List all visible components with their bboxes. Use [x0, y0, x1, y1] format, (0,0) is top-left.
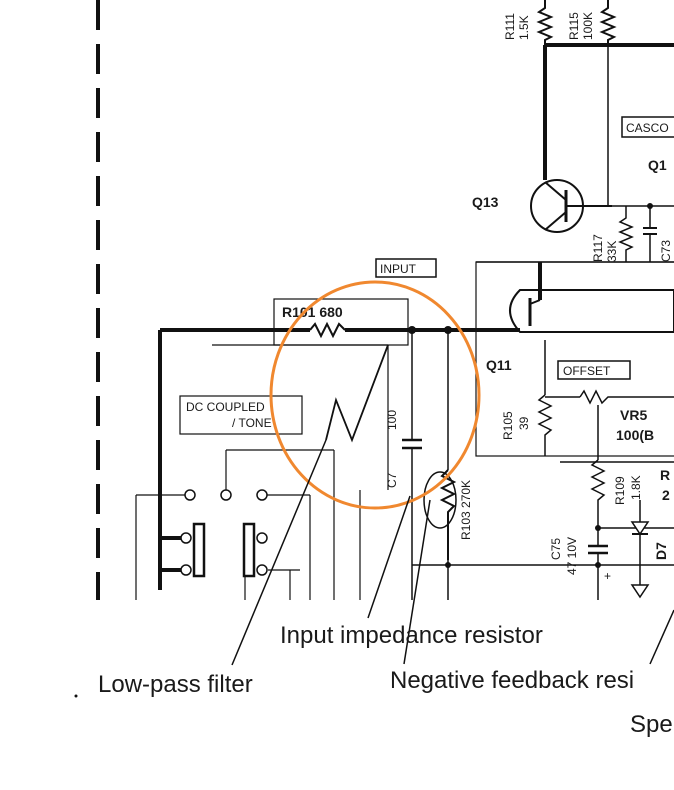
- r117-label: R117: [591, 234, 605, 262]
- junction-c75-bottom: [595, 562, 601, 568]
- r109-label: R109: [613, 476, 627, 505]
- vr5-label: VR5: [620, 407, 647, 423]
- r115-label: R115: [567, 12, 581, 40]
- q11-label: Q11: [486, 357, 512, 373]
- c75-label: C75: [549, 538, 563, 560]
- c7-value: 100: [385, 410, 399, 430]
- dc-coupled-label-1: DC COUPLED: [186, 400, 265, 414]
- c75-plus: +: [604, 569, 611, 583]
- r111-value: 1.5K: [517, 15, 531, 40]
- cascode-label: CASCO: [626, 121, 669, 135]
- junction-c75-top: [595, 525, 601, 531]
- r115-value: 100K: [581, 12, 595, 40]
- switch-contacts: [160, 522, 256, 578]
- stray-dot: [74, 694, 78, 698]
- resistor-r115: [599, 0, 617, 45]
- r-partial-value: 2: [662, 487, 670, 503]
- offset-box: [557, 360, 631, 380]
- r109-value: 1.8K: [629, 475, 643, 500]
- resistor-r117: [618, 206, 634, 262]
- leader-low-pass: [231, 439, 327, 666]
- diode-d7: [630, 500, 650, 599]
- r105-label: R105: [501, 411, 515, 440]
- input-label: INPUT: [380, 262, 417, 276]
- r103-label: R103 270K: [459, 480, 473, 540]
- resistor-r103: [439, 330, 457, 560]
- cascode-box: [621, 116, 674, 138]
- annotation-spe: Spe: [630, 711, 673, 738]
- resistor-r101: [309, 321, 346, 339]
- resistor-r105: [537, 394, 553, 456]
- transistor-q13: [530, 179, 612, 233]
- q13-label: Q13: [472, 194, 499, 210]
- resistor-vr5: [579, 389, 674, 405]
- r105-value: 39: [517, 416, 531, 430]
- c7-label: C7: [385, 472, 399, 488]
- r103-highlight-loop: [423, 471, 457, 529]
- leader-input-impedance: [367, 495, 411, 619]
- c75-value: 47 10V: [565, 537, 579, 575]
- offset-label: OFFSET: [563, 364, 611, 378]
- q11-block: [475, 261, 674, 457]
- transistor-q11: [509, 262, 674, 333]
- switch-terminals: [180, 489, 268, 576]
- leader-spe: [649, 609, 674, 665]
- vr5-value: 100(B: [616, 427, 654, 443]
- c73-label: C73: [659, 240, 673, 262]
- r111-label: R111: [503, 13, 517, 40]
- q1x-label: Q1: [648, 157, 667, 173]
- r117-value: 33K: [605, 241, 619, 262]
- r-partial-label: R: [660, 467, 670, 483]
- annotation-negative-feedback: Negative feedback resi: [390, 667, 634, 694]
- capacitor-c73: [643, 206, 657, 262]
- annotation-low-pass: Low-pass filter: [98, 671, 253, 698]
- resistor-r111: [536, 0, 554, 45]
- low-pass-zigzag: [325, 344, 389, 443]
- dc-coupled-box: [179, 395, 303, 435]
- annotation-input-impedance: Input impedance resistor: [280, 622, 543, 649]
- resistor-r109: [590, 459, 606, 528]
- input-box: [375, 258, 437, 278]
- input-highlight-circle: [269, 280, 481, 510]
- leader-negative-feedback: [403, 499, 431, 665]
- r101-label: R101 680: [282, 304, 343, 320]
- capacitor-c7: [402, 330, 422, 470]
- dc-coupled-label-2: / TONE: [232, 416, 272, 430]
- d7-label: D7: [653, 542, 669, 560]
